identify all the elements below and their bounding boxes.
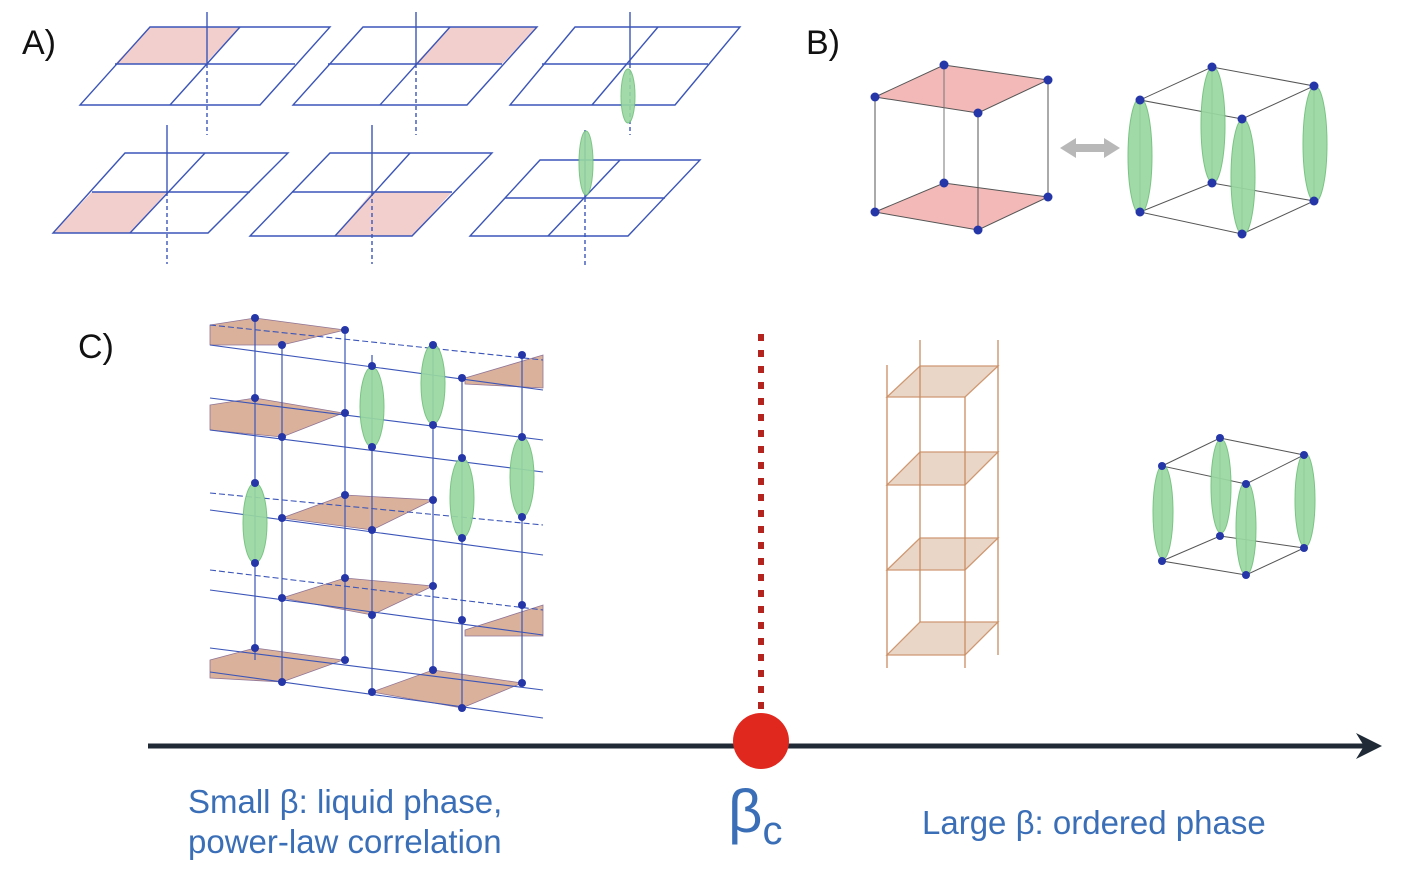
panel-a-grid-4 <box>51 125 290 264</box>
panel-b-bond-cube <box>1127 62 1328 239</box>
critical-beta-subscript: c <box>762 809 783 853</box>
critical-beta-symbol: β <box>728 778 763 845</box>
panel-b-plaquette-cube <box>870 60 1053 235</box>
ordered-phase-caption: Large β: ordered phase <box>922 804 1266 841</box>
critical-beta-label: βc <box>728 778 783 854</box>
panel-c-liquid-lattice <box>209 314 544 719</box>
panel-a-grid-1 <box>78 12 332 135</box>
panel-b-double-arrow <box>1060 138 1120 158</box>
critical-point <box>733 713 789 769</box>
panel-a-grid-6 <box>468 130 702 266</box>
panel-label-c: C) <box>78 328 114 366</box>
panel-a-grid-3 <box>508 12 742 135</box>
liquid-phase-line-2: power-law correlation <box>188 823 502 860</box>
panel-a-grid-2 <box>291 12 539 135</box>
panel-a-illustrations <box>51 12 742 266</box>
panel-c-plaquette-tower <box>885 340 1000 668</box>
panel-c-bond-cube <box>1152 434 1316 579</box>
panel-label-b: B) <box>806 24 840 62</box>
panel-a-grid-5 <box>248 125 494 264</box>
liquid-phase-line-1: Small β: liquid phase, <box>188 783 503 820</box>
liquid-phase-caption: Small β: liquid phase, power-law correla… <box>188 782 502 862</box>
axis-arrowhead <box>1356 733 1382 759</box>
panel-label-a: A) <box>22 24 56 62</box>
